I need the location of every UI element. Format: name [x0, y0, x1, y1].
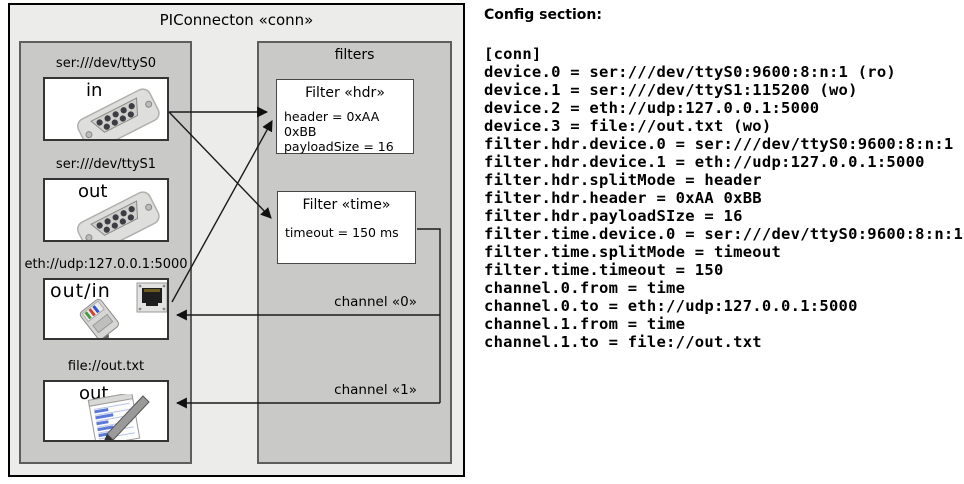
filter-attribute: payloadSize = 16 — [284, 139, 394, 154]
filter-hdr-box: Filter «hdr» header = 0xAA 0xBB payloadS… — [276, 79, 414, 154]
device-box-file: out — [43, 380, 169, 442]
filter-title: Filter «hdr» — [305, 85, 385, 101]
piconnecton-diagram: PIConnecton «conn» ser:///dev/ttyS0 in — [8, 3, 465, 477]
device-direction: in — [86, 80, 103, 101]
channel-0-label: channel «0» — [334, 294, 417, 310]
config-section-heading: Config section: — [484, 7, 602, 23]
notepad-pen-icon — [87, 394, 150, 440]
diagram-title: PIConnecton «conn» — [159, 11, 314, 29]
filters-panel-title: filters — [334, 47, 375, 63]
config-text: [conn] device.0 = ser:///dev/ttyS0:9600:… — [484, 45, 964, 351]
ethernet-plug-icon — [79, 298, 119, 338]
device-label: file://out.txt — [67, 359, 145, 374]
device-label: ser:///dev/ttyS1 — [55, 157, 157, 172]
device-label: ser:///dev/ttyS0 — [55, 56, 157, 71]
device-direction: out/in — [50, 280, 111, 302]
filter-time-box: Filter «time» timeout = 150 ms — [277, 191, 416, 264]
filter-attribute: header = 0xAA 0xBB — [284, 109, 380, 139]
devices-panel: ser:///dev/ttyS0 in ser:// — [19, 41, 192, 464]
channel-1-label: channel «1» — [334, 382, 417, 398]
filter-title: Filter «time» — [302, 197, 391, 213]
device-box-ttys0: in — [43, 77, 169, 141]
device-box-ttys1: out — [43, 178, 169, 242]
filters-panel: filters Filter «hdr» header = 0xAA 0xBB … — [257, 41, 452, 464]
ethernet-connector-icon — [79, 282, 167, 338]
device-label: eth://udp:127.0.0.1:5000 — [24, 257, 188, 272]
filter-attribute: timeout = 150 ms — [285, 225, 399, 240]
serial-connector-icon — [77, 88, 160, 139]
serial-connector-icon — [77, 191, 160, 240]
device-box-eth: out/in — [43, 278, 169, 340]
ethernet-jack-icon — [136, 282, 167, 313]
device-direction: out — [78, 181, 108, 202]
